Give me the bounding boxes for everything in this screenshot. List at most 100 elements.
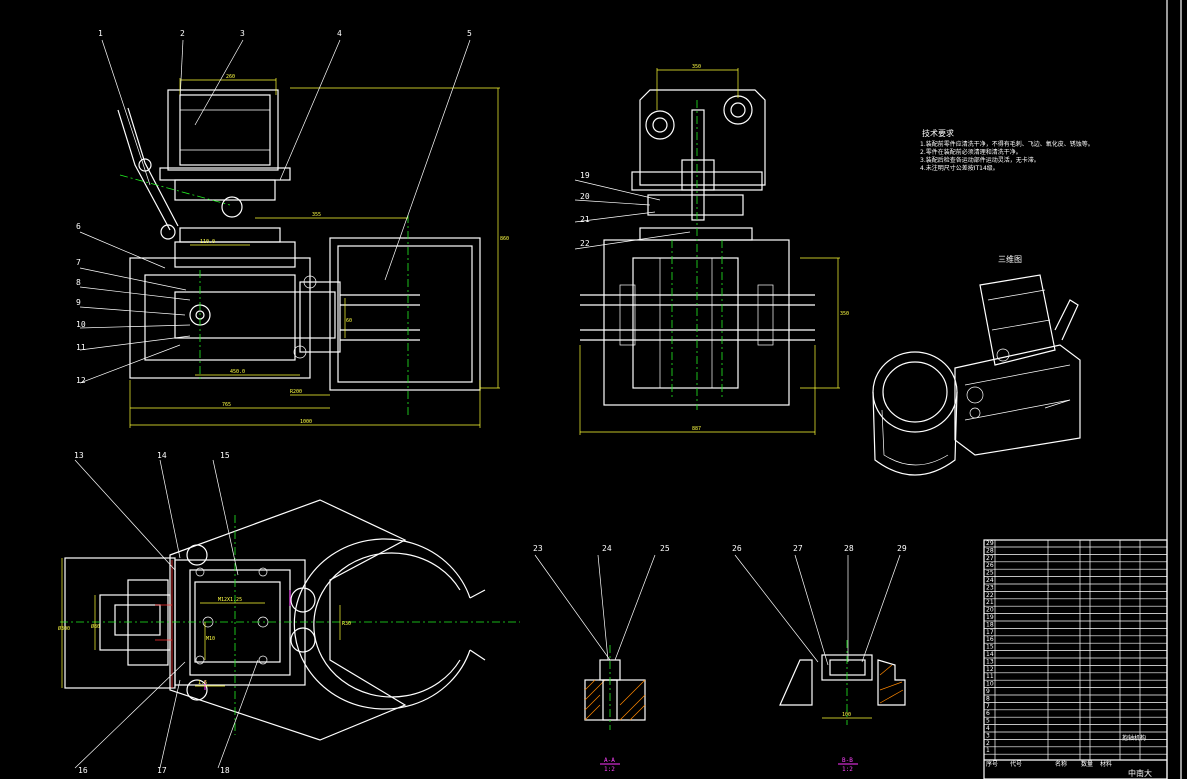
iso-housing (954, 344, 1081, 456)
bom-row-number: 14 (986, 651, 994, 658)
callout-14: 14 (157, 451, 167, 460)
bom-rows: 2928272625242322212019181716151413121110… (984, 540, 1167, 755)
bom-row-number: 16 (986, 636, 994, 643)
iso-ring-body (872, 391, 958, 476)
bom-row-number: 7 (986, 703, 990, 710)
school-name: 中南大 (1128, 768, 1152, 778)
iso-motor-frame (979, 274, 1056, 366)
section-b-b: 100 26 27 28 29 B-B 1:2 (732, 544, 907, 773)
section-a-a: 23 24 25 A-A 1:2 (533, 544, 670, 773)
bom-header-code: 代号 (1010, 760, 1022, 768)
bom-row-number: 26 (986, 562, 994, 569)
callout-13: 13 (74, 451, 84, 460)
plan-view: Ø300 Ø80 M12X1.25 M10 R30 1.6 (58, 499, 520, 741)
bom-row-number: 8 (986, 695, 990, 702)
callout-25: 25 (660, 544, 670, 553)
callout-4: 4 (337, 29, 342, 38)
iso-title: 三维图 (998, 254, 1022, 264)
tech-req-line-4: 4.未注明尺寸公差按IT14级。 (920, 164, 999, 172)
bom-row-number: 27 (986, 555, 994, 562)
callout-29: 29 (897, 544, 907, 553)
callout-23: 23 (533, 544, 543, 553)
bom-header-name: 名称 (1055, 760, 1067, 768)
callout-26: 26 (732, 544, 742, 553)
bom-row-number: 13 (986, 658, 994, 665)
svg-text:M12X1.25: M12X1.25 (218, 597, 242, 603)
title-block: 2928272625242322212019181716151413121110… (983, 539, 1168, 779)
bom-row-number: 28 (986, 547, 994, 554)
bom-row-number: 18 (986, 621, 994, 628)
spindle (691, 109, 705, 221)
c-clamp-arm (293, 538, 471, 710)
callout-27: 27 (793, 544, 803, 553)
svg-text:Ø80: Ø80 (91, 623, 100, 630)
svg-text:M10: M10 (206, 636, 215, 642)
bom-row-number: 10 (986, 681, 994, 688)
callout-11: 11 (76, 343, 86, 352)
roller-body (179, 94, 271, 166)
axle-block (329, 237, 481, 391)
pivot-pin (221, 196, 243, 218)
front-view-leaders (79, 39, 471, 384)
drawing-name: 抱轴机构 (1122, 734, 1146, 742)
iso-axle-ring (872, 351, 958, 433)
bom-header-no: 序号 (986, 760, 998, 768)
bom-row-number: 1 (986, 747, 990, 754)
svg-text:450.0: 450.0 (230, 369, 245, 375)
svg-text:355: 355 (312, 212, 321, 218)
bom-row-number: 29 (986, 540, 994, 547)
callout-8: 8 (76, 278, 81, 287)
isometric-view: 三维图 (872, 254, 1081, 476)
bom-row-number: 24 (986, 577, 994, 584)
bom-row-number: 6 (986, 710, 990, 717)
callout-18: 18 (220, 766, 230, 775)
bom-row-number: 4 (986, 725, 990, 732)
bom-row-number: 20 (986, 607, 994, 614)
callout-12: 12 (76, 376, 86, 385)
callout-2: 2 (180, 29, 185, 38)
bom-row-number: 12 (986, 666, 994, 673)
svg-text:R30: R30 (342, 621, 351, 627)
svg-text:100: 100 (842, 712, 851, 718)
callout-6: 6 (76, 222, 81, 231)
technical-requirements: 技术要求 1.装配前零件应清洗干净，不得有毛刺、飞边、氧化皮、锈蚀等。 2.零件… (920, 128, 1094, 172)
bom-header-qty: 数量 (1081, 760, 1093, 768)
side-view: 350 887 350 (579, 64, 849, 435)
svg-text:887: 887 (692, 426, 701, 432)
section-b-scale: 1:2 (842, 766, 853, 773)
callout-15: 15 (220, 451, 230, 460)
callout-19: 19 (580, 171, 590, 180)
bom-header-material: 材料 (1100, 760, 1112, 768)
side-view-leaders: 19 20 21 22 (574, 171, 691, 250)
svg-text:Ø300: Ø300 (58, 625, 70, 632)
bom-row-number: 9 (986, 688, 990, 695)
main-housing (129, 257, 311, 379)
callout-10: 10 (76, 320, 86, 329)
bom-row-number: 17 (986, 629, 994, 636)
roller-frame (167, 89, 279, 171)
svg-text:1000: 1000 (300, 419, 312, 425)
svg-text:60: 60 (346, 318, 352, 324)
section-a-label: A-A (604, 757, 615, 764)
front-view: 260 110.0 355 450.0 R200 765 1000 860 60 (117, 74, 509, 428)
bom-row-number: 21 (986, 599, 994, 606)
svg-text:R200: R200 (290, 389, 302, 395)
tech-req-title: 技术要求 (922, 128, 954, 138)
callout-3: 3 (240, 29, 245, 38)
tech-req-line-2: 2.零件在装配前必须清理和清洗干净。 (920, 148, 1022, 156)
bom-table (983, 539, 1168, 779)
callout-1: 1 (98, 29, 103, 38)
bom-row-number: 25 (986, 570, 994, 577)
bracket (174, 179, 276, 201)
svg-text:260: 260 (226, 74, 235, 80)
bom-row-number: 11 (986, 673, 994, 680)
bom-row-number: 22 (986, 592, 994, 599)
svg-text:860: 860 (500, 236, 509, 242)
callout-17: 17 (157, 766, 167, 775)
callout-5: 5 (467, 29, 472, 38)
side-housing (603, 239, 790, 406)
bom-row-number: 19 (986, 614, 994, 621)
svg-text:350: 350 (840, 311, 849, 317)
bom-row-number: 3 (986, 732, 990, 739)
